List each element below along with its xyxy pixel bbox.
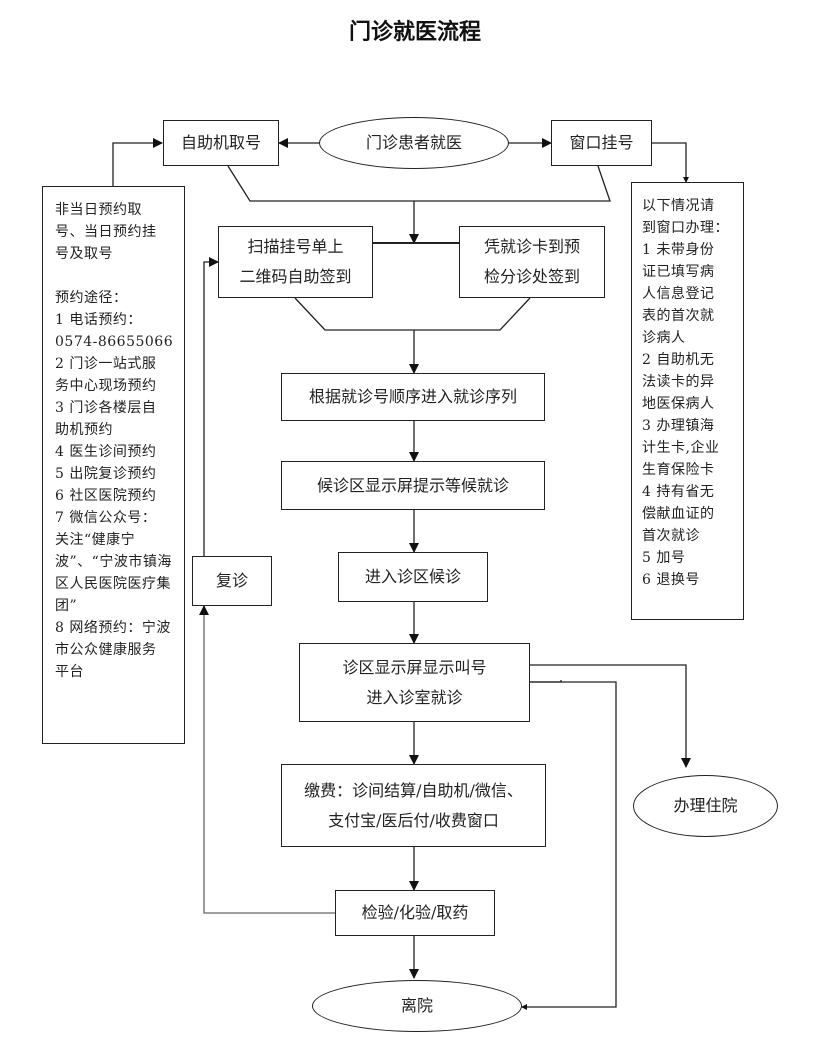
node-start: 门诊患者就医	[319, 117, 509, 169]
note-line: 4 持有省无	[642, 484, 715, 500]
left-note-booking: 非当日预约取 号、当日预约挂 号及取号 预约途径： 1 电话预约： 0574-8…	[42, 186, 185, 744]
note-line: 务中心现场预约	[55, 378, 157, 394]
note-line: 以下情况请	[642, 198, 715, 214]
node-payment-line1: 缴费：诊间结算/自助机/微信、	[304, 780, 523, 800]
node-card-checkin-line1: 凭就诊卡到预	[483, 237, 580, 256]
note-line: 2 自助机无	[642, 352, 715, 368]
node-payment-line2: 支付宝/医后付/收费窗口	[328, 810, 499, 830]
note-line: 波”、“宁波市镇海	[55, 554, 172, 570]
node-card-checkin: 凭就诊卡到预 检分诊处签到	[459, 226, 605, 298]
note-line: 诊病人	[642, 330, 686, 346]
note-line: 助机预约	[55, 422, 113, 438]
node-card-checkin-line2: 检分诊处签到	[483, 267, 580, 286]
note-line: 3 门诊各楼层自	[55, 400, 157, 416]
note-line: 5 加号	[642, 550, 686, 566]
note-line: 5 出院复诊预约	[55, 466, 157, 482]
node-payment: 缴费：诊间结算/自助机/微信、 支付宝/医后付/收费窗口	[281, 764, 546, 847]
node-kiosk: 自助机取号	[163, 120, 279, 166]
node-leave: 离院	[312, 980, 522, 1032]
node-admission: 办理住院	[633, 775, 778, 837]
note-line: 3 办理镇海	[642, 418, 715, 434]
node-wait-screen: 候诊区显示屏提示等候就诊	[281, 461, 545, 510]
node-call-number-line1: 诊区显示屏显示叫号	[342, 657, 487, 677]
node-window: 窗口挂号	[551, 120, 652, 166]
note-line: 生育保险卡	[642, 462, 715, 478]
note-line: 号、当日预约挂	[55, 224, 157, 240]
node-enter-area-label: 进入诊区候诊	[364, 567, 461, 586]
node-scan-checkin: 扫描挂号单上 二维码自助签到	[218, 226, 373, 298]
node-tests-label: 检验/化验/取药	[361, 903, 469, 922]
node-queue-label: 根据就诊号顺序进入就诊序列	[308, 387, 517, 406]
node-call-number: 诊区显示屏显示叫号 进入诊室就诊	[299, 643, 530, 722]
note-line: 表的首次就	[642, 308, 715, 324]
note-line: 平台	[55, 664, 84, 680]
node-tests: 检验/化验/取药	[335, 890, 495, 936]
right-note-window-cases: 以下情况请 到窗口办理： 1 未带身份 证已填写病 人信息登记 表的首次就 诊病…	[631, 182, 744, 620]
arrow-call-to-leave-path	[521, 681, 617, 1010]
node-start-label: 门诊患者就医	[365, 133, 462, 152]
note-line: 计生卡,企业	[642, 440, 720, 456]
note-line: 7 微信公众号：	[55, 510, 157, 526]
note-line: 号及取号	[55, 246, 113, 262]
node-followup-label: 复诊	[215, 571, 248, 590]
note-line: 市公众健康服务	[55, 642, 157, 658]
note-line: 团”	[55, 598, 78, 614]
node-call-number-line2: 进入诊室就诊	[366, 687, 463, 707]
note-line: 4 医生诊间预约	[55, 444, 157, 460]
arrow-window-to-note	[652, 142, 689, 183]
node-queue: 根据就诊号顺序进入就诊序列	[281, 373, 545, 421]
note-line: 6 退换号	[642, 572, 700, 588]
merge-bottom	[294, 297, 531, 331]
note-line: 人信息登记	[642, 286, 715, 302]
node-scan-checkin-line2: 二维码自助签到	[239, 267, 352, 286]
arrow-note-to-kiosk	[112, 138, 163, 186]
note-line: 证已填写病	[642, 264, 715, 280]
page-title: 门诊就医流程	[348, 19, 481, 45]
note-line: 法读卡的异	[642, 374, 715, 390]
node-window-label: 窗口挂号	[569, 133, 634, 152]
note-line: 8 网络预约：宁波	[55, 620, 171, 636]
arrow-tests-to-followup	[199, 605, 335, 914]
note-line: 首次就诊	[642, 528, 700, 544]
note-line: 非当日预约取	[55, 202, 142, 218]
node-enter-area: 进入诊区候诊	[338, 552, 488, 602]
note-line: 2 门诊一站式服	[55, 356, 157, 372]
note-line: 6 社区医院预约	[55, 488, 157, 504]
note-line: 地医保病人	[642, 396, 715, 412]
note-line: 1 未带身份	[642, 242, 715, 258]
node-wait-screen-label: 候诊区显示屏提示等候就诊	[316, 475, 509, 495]
note-line: 预约途径：	[55, 290, 128, 306]
arrow-followup-to-scan	[203, 257, 219, 556]
merge-top	[227, 165, 611, 202]
node-followup: 复诊	[192, 556, 272, 606]
note-line: 1 电话预约：	[55, 312, 142, 328]
node-admission-label: 办理住院	[673, 796, 738, 815]
note-line: 0574-86655066	[55, 334, 174, 350]
node-scan-checkin-line1: 扫描挂号单上	[247, 237, 344, 256]
node-leave-label: 离院	[400, 996, 433, 1015]
node-kiosk-label: 自助机取号	[180, 133, 261, 152]
note-line: 区人民医院医疗集	[55, 576, 171, 592]
note-line: 关注“健康宁	[55, 532, 136, 548]
note-line: 到窗口办理：	[642, 220, 729, 236]
arrow-call-to-admission	[529, 664, 691, 768]
note-line: 偿献血证的	[642, 506, 715, 522]
note-line	[55, 265, 174, 287]
